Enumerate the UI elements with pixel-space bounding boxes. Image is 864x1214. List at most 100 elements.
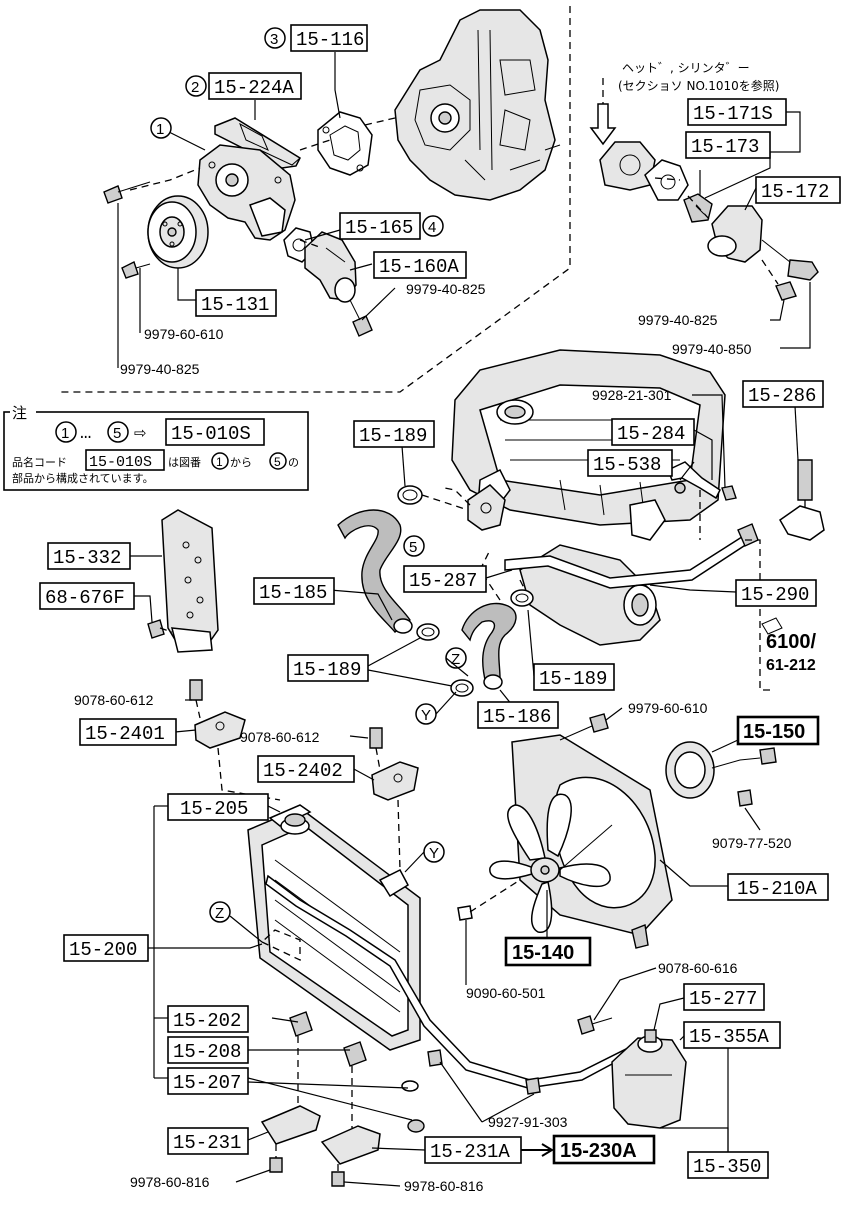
circle-1: 1 [156, 121, 164, 138]
reservoir-drawing [611, 1029, 687, 1129]
bracket-15-286-drawing [779, 459, 825, 541]
bolt-label-inlet[interactable]: 9979-40-825 [406, 281, 486, 297]
label-15-160A[interactable]: 15-160A [379, 256, 459, 278]
label-15-185[interactable]: 15-185 [259, 582, 327, 604]
label-15-231A[interactable]: 15-231A [430, 1141, 510, 1163]
pulley-drawing [147, 195, 209, 269]
circle-4: 4 [428, 219, 436, 236]
bracket-15-2401-drawing [189, 679, 246, 749]
fan-motor-15-150-drawing [665, 741, 777, 807]
bypass-hose-drawing [667, 461, 737, 501]
gasket-15-224A-drawing [214, 117, 301, 169]
circle-z-upper: Z [451, 651, 460, 668]
note-line2-code[interactable]: 15-010S [89, 454, 152, 471]
note-line2-from: から [230, 456, 252, 469]
bolt-label-pump[interactable]: 9979-40-825 [120, 361, 200, 377]
label-15-287[interactable]: 15-287 [409, 570, 477, 592]
bracket-15-2402-drawing [369, 727, 419, 801]
label-15-116[interactable]: 15-116 [296, 29, 364, 51]
label-15-286[interactable]: 15-286 [748, 385, 816, 407]
label-15-277[interactable]: 15-277 [689, 988, 757, 1010]
label-15-290[interactable]: 15-290 [741, 584, 809, 606]
note-line2-mid: は図番 [168, 456, 201, 469]
label-15-2402[interactable]: 15-2402 [263, 760, 343, 782]
gasket-15-116-drawing [317, 111, 373, 176]
label-15-189-top[interactable]: 15-189 [359, 425, 427, 447]
note-box: 注 1 … 5 ⇨ 15-010S 品名コード 15-010S は図番 1 から… [3, 404, 309, 491]
label-15-171S[interactable]: 15-171S [693, 103, 773, 125]
bolt-label-mount-2[interactable]: 9978-60-816 [404, 1178, 484, 1194]
label-15-2401[interactable]: 15-2401 [85, 723, 165, 745]
label-15-208[interactable]: 15-208 [173, 1041, 241, 1063]
note-line2-suffix: の [288, 456, 299, 469]
label-15-165[interactable]: 15-165 [345, 217, 413, 239]
note-dots: … [80, 422, 91, 444]
bolt-label-shroud[interactable]: 9979-60-610 [628, 700, 708, 716]
hose-15-186-drawing [461, 602, 517, 690]
label-15-131[interactable]: 15-131 [201, 294, 269, 316]
water-pump-drawing [197, 144, 301, 241]
label-15-224A[interactable]: 15-224A [214, 77, 294, 99]
bolt-label-2401[interactable]: 9078-60-612 [74, 692, 154, 708]
mount-bracket-15-332-drawing [147, 509, 219, 653]
bolt-label-thermostat-1[interactable]: 9979-40-825 [638, 312, 718, 328]
label-15-189-left[interactable]: 15-189 [293, 659, 361, 681]
label-15-189-right[interactable]: 15-189 [539, 668, 607, 690]
page-ref-6100[interactable]: 6100/ [766, 631, 816, 653]
fan-15-140-drawing [489, 793, 613, 933]
bolt-label-fan-nut[interactable]: 9090-60-501 [466, 985, 546, 1001]
note-code[interactable]: 15-010S [171, 423, 251, 445]
radiator-mounts-drawing [260, 1011, 425, 1187]
bolt-label-reservoir[interactable]: 9078-60-616 [658, 960, 738, 976]
section-ref-arrow [589, 103, 617, 146]
label-15-350[interactable]: 15-350 [693, 1156, 761, 1178]
label-15-538[interactable]: 15-538 [593, 454, 661, 476]
note-circle-from: 1 [61, 425, 69, 442]
bolt-label-clip[interactable]: 9927-91-303 [488, 1114, 568, 1130]
label-15-332[interactable]: 15-332 [53, 547, 121, 569]
label-15-202[interactable]: 15-202 [173, 1010, 241, 1032]
engine-block-drawing [394, 9, 561, 201]
note-title: 注 [12, 404, 27, 422]
thermostat-group-drawing [599, 141, 819, 301]
label-15-186[interactable]: 15-186 [483, 706, 551, 728]
label-68-676F[interactable]: 68-676F [45, 587, 125, 609]
circle-z-lower: Z [215, 905, 224, 922]
label-15-200[interactable]: 15-200 [69, 939, 137, 961]
label-15-150[interactable]: 15-150 [743, 721, 805, 743]
reservoir-bolt-drawing [577, 1015, 613, 1035]
circle-2: 2 [191, 79, 199, 96]
group-boundary [60, 6, 571, 393]
label-15-207[interactable]: 15-207 [173, 1072, 241, 1094]
label-15-231[interactable]: 15-231 [173, 1132, 241, 1154]
water-inlet-15-160A-drawing [304, 231, 357, 303]
circle-y-upper: Y [421, 707, 431, 724]
label-15-205[interactable]: 15-205 [180, 798, 248, 820]
hose-15-185-drawing [337, 509, 413, 634]
bolt-label-thermostat-2[interactable]: 9979-40-850 [672, 341, 752, 357]
label-15-284[interactable]: 15-284 [617, 423, 685, 445]
circle-y-lower: Y [429, 845, 439, 862]
bolt-label-mount-1[interactable]: 9978-60-816 [130, 1174, 210, 1190]
label-15-355A[interactable]: 15-355A [689, 1026, 769, 1048]
section-ref-line1: ヘット゛, シリンタ゛ー [622, 61, 750, 75]
label-15-210A[interactable]: 15-210A [737, 878, 817, 900]
label-15-172[interactable]: 15-172 [761, 181, 829, 203]
note-line2-circle-1: 1 [216, 455, 223, 469]
bolt-label-pulley[interactable]: 9979-60-610 [144, 326, 224, 342]
page-ref-61-212[interactable]: 61-212 [766, 657, 816, 674]
bolt-label-2402[interactable]: 9078-60-612 [240, 729, 320, 745]
clamp-15-189-mid-drawing [510, 589, 534, 607]
label-15-140[interactable]: 15-140 [512, 942, 574, 964]
label-15-173[interactable]: 15-173 [691, 136, 759, 158]
bolt-label-motor[interactable]: 9079-77-520 [712, 835, 792, 851]
radiator-drawing [247, 804, 421, 1051]
bolt-label-head[interactable]: 9928-21-301 [592, 387, 672, 403]
note-line2-circle-5: 5 [274, 455, 281, 469]
water-pipe-15-290-drawing [504, 523, 759, 589]
label-15-230A[interactable]: 15-230A [560, 1140, 637, 1162]
leader-lines [117, 52, 811, 1187]
arrow-15-230A [520, 1143, 554, 1157]
